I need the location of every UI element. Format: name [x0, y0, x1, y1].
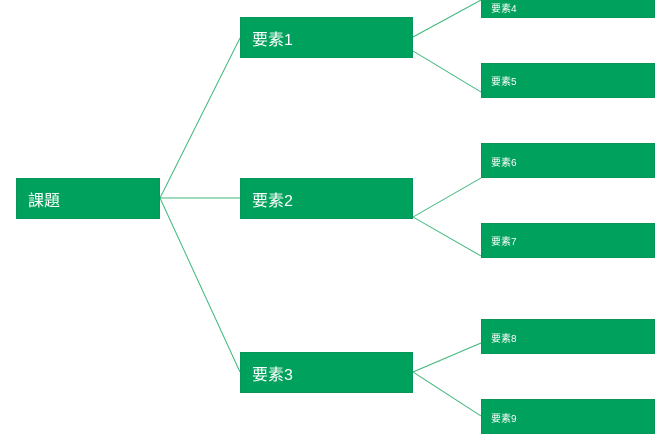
node-label: 要素2: [252, 192, 293, 210]
connector-1-to-5: [412, 50, 482, 93]
connector-root-to-3: [159, 197, 241, 373]
level3-node-7[interactable]: 要素7: [481, 223, 655, 258]
node-label: 要素7: [491, 237, 517, 248]
node-label: 要素5: [491, 77, 517, 88]
root-node[interactable]: 課題: [16, 178, 160, 219]
level3-node-5[interactable]: 要素5: [481, 63, 655, 98]
level2-node-2[interactable]: 要素2: [240, 178, 413, 219]
node-label: 要素3: [252, 366, 293, 384]
node-label: 要素9: [491, 414, 517, 425]
connector-root-to-1: [159, 37, 241, 199]
level3-node-6[interactable]: 要素6: [481, 143, 655, 178]
node-label: 要素1: [252, 31, 293, 49]
root-node-label: 課題: [28, 192, 61, 210]
node-label: 要素6: [491, 158, 517, 169]
connector-1-to-4: [412, 0, 482, 38]
connector-2-to-7: [412, 216, 482, 257]
node-label: 要素8: [491, 334, 517, 345]
connector-2-to-6: [412, 177, 482, 218]
level3-node-9[interactable]: 要素9: [481, 399, 655, 434]
level2-node-3[interactable]: 要素3: [240, 352, 413, 393]
node-label: 要素4: [491, 4, 517, 15]
level3-node-4[interactable]: 要素4: [481, 0, 655, 18]
level2-node-1[interactable]: 要素1: [240, 17, 413, 58]
level3-node-8[interactable]: 要素8: [481, 319, 655, 354]
connector-3-to-8: [412, 342, 482, 373]
connector-3-to-9: [412, 371, 482, 417]
